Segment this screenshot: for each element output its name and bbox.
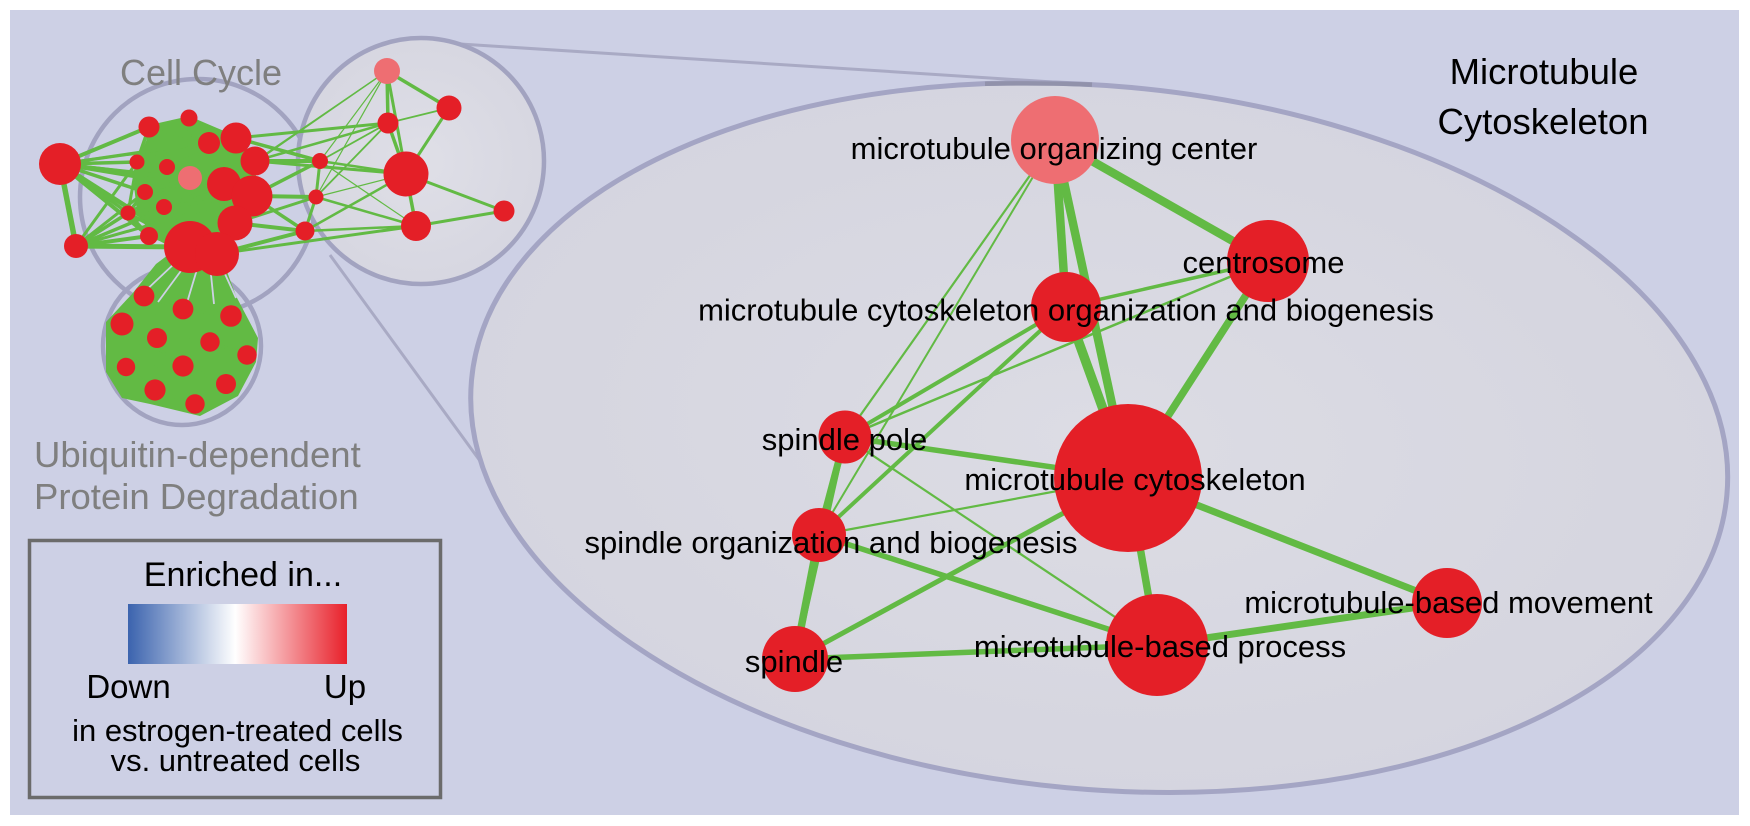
svg-text:Enriched in...: Enriched in... (144, 556, 342, 594)
svg-text:microtubule cytoskeleton: microtubule cytoskeleton (964, 462, 1305, 497)
svg-text:Down: Down (86, 668, 170, 705)
svg-text:Microtubule: Microtubule (1450, 51, 1639, 92)
svg-text:spindle pole: spindle pole (762, 422, 927, 457)
svg-text:Protein Degradation: Protein Degradation (34, 476, 359, 517)
svg-text:microtubule-based movement: microtubule-based movement (1244, 585, 1653, 620)
svg-text:spindle organization and bioge: spindle organization and biogenesis (585, 525, 1078, 560)
svg-text:Cytoskeleton: Cytoskeleton (1438, 101, 1649, 142)
svg-text:centrosome: centrosome (1183, 245, 1345, 280)
svg-text:microtubule cytoskeleton organ: microtubule cytoskeleton organization an… (698, 293, 1434, 328)
svg-text:in estrogen-treated cells: in estrogen-treated cells (72, 713, 403, 748)
svg-text:microtubule-based process: microtubule-based process (974, 629, 1346, 664)
svg-text:vs. untreated cells: vs. untreated cells (111, 743, 361, 778)
svg-text:Ubiquitin-dependent: Ubiquitin-dependent (34, 434, 361, 475)
svg-text:microtubule organizing center: microtubule organizing center (851, 131, 1258, 166)
svg-text:Up: Up (324, 668, 366, 705)
svg-text:spindle: spindle (745, 644, 843, 679)
svg-text:Cell Cycle: Cell Cycle (120, 52, 282, 93)
